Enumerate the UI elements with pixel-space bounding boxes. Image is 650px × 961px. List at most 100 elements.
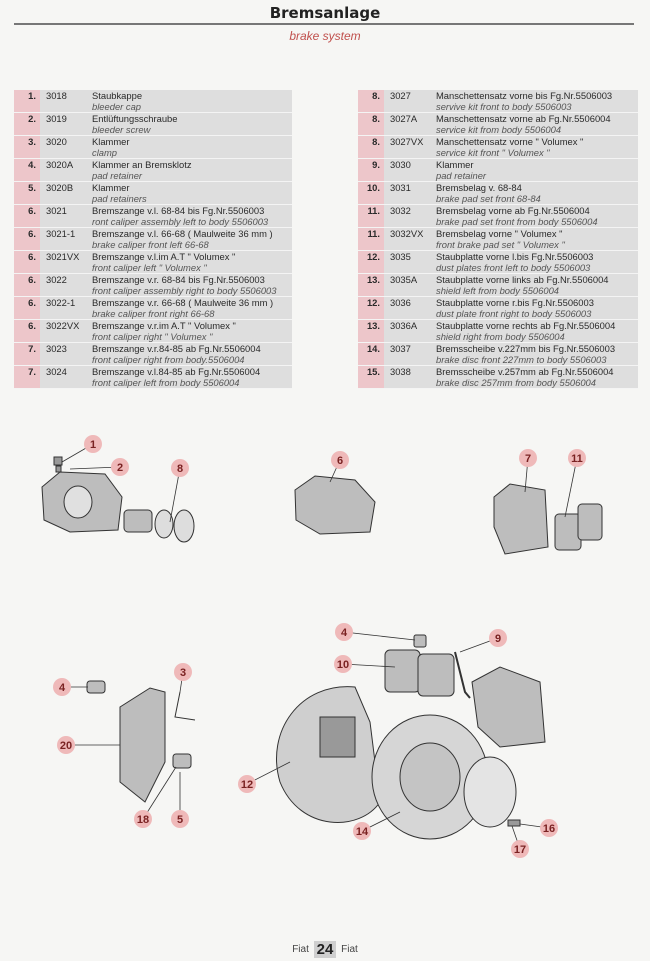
part-code: 3023 xyxy=(46,343,67,354)
part-description: Staubplatte vorne rechts ab Fg.Nr.550600… xyxy=(436,320,638,342)
retainer-9-illustration xyxy=(454,651,471,699)
part-index: 7. xyxy=(14,343,40,365)
callout-circle xyxy=(334,655,352,673)
callout-label: 10 xyxy=(337,659,349,671)
part-name-de: Bremsscheibe v.257mm ab Fg.Nr.5506004 xyxy=(436,366,614,377)
part-index: 12. xyxy=(358,251,384,273)
part-name-en: ront caliper assembly left to body 55060… xyxy=(92,216,269,227)
part-name-de: Manschettensatz vorne " Volumex " xyxy=(436,136,584,147)
part-code: 3021-1 xyxy=(46,228,76,239)
callout-label: 2 xyxy=(117,462,123,474)
clamp-3-illustration xyxy=(174,691,196,721)
part-code: 3031 xyxy=(390,182,411,193)
callout-label: 17 xyxy=(514,844,526,856)
pad-10b-illustration xyxy=(417,653,455,697)
part-code: 3022VX xyxy=(46,320,80,331)
part-index: 7. xyxy=(14,366,40,388)
part-name-de: Manschettensatz vorne bis Fg.Nr.5506003 xyxy=(436,90,613,101)
part-description: Bremsbelag vorne " Volumex "front brake … xyxy=(436,228,638,250)
part-code: 3027A xyxy=(390,113,418,124)
part-index: 12. xyxy=(358,297,384,319)
footer-brand-right: Fiat xyxy=(341,944,358,956)
bracket-illustration xyxy=(119,687,166,803)
part-name-en: service kit front " Volumex " xyxy=(436,147,550,158)
callout-circle xyxy=(111,458,129,476)
part-row: 8. 3027 Manschettensatz vorne bis Fg.Nr.55… xyxy=(358,90,638,113)
part-index: 4. xyxy=(14,159,40,181)
part-name-de: Entlüftungsschraube xyxy=(92,113,178,124)
part-index: 8. xyxy=(358,90,384,112)
part-name-de: Klammer xyxy=(92,136,130,147)
parts-table-right: 8. 3027 Manschettensatz vorne bis Fg.Nr.55… xyxy=(358,90,638,389)
part-index: 11. xyxy=(358,205,384,227)
callout-circle xyxy=(53,678,71,696)
part-name-de: Bremszange v.r. 66-68 ( Maulweite 36 mm … xyxy=(92,297,274,308)
part-name-en: brake caliper front right 66-68 xyxy=(92,308,215,319)
callout-circle xyxy=(171,810,189,828)
part-name-de: Bremszange v.r.im A.T " Volumex " xyxy=(92,320,236,331)
callout-circle xyxy=(57,736,75,754)
part-code: 3027 xyxy=(390,90,411,101)
part-name-en: shield right from body 5506004 xyxy=(436,331,565,342)
pad-10a-illustration xyxy=(384,649,421,693)
part-description: Bremszange v.r.im A.T " Volumex "front c… xyxy=(92,320,292,342)
part-name-en: service kit from body 5506004 xyxy=(436,124,562,135)
disc-center-illustration xyxy=(399,742,461,812)
part-code: 3036 xyxy=(390,297,411,308)
title-rule xyxy=(14,23,634,25)
part-name-en: front brake pad set " Volumex " xyxy=(436,239,565,250)
part-name-en: brake disc front 227mm to body 5506003 xyxy=(436,354,607,365)
part-name-de: Staubplatte vorne links ab Fg.Nr.5506004 xyxy=(436,274,609,285)
caliper-7-illustration xyxy=(493,483,549,555)
callout-label: 20 xyxy=(60,740,72,752)
callout-circle xyxy=(174,663,192,681)
part-name-de: Klammer xyxy=(436,159,474,170)
part-name-de: Staubplatte vorne rechts ab Fg.Nr.550600… xyxy=(436,320,616,331)
callout-circle xyxy=(540,819,558,837)
part-code: 3038 xyxy=(390,366,411,377)
callout-circle xyxy=(568,449,586,467)
part-code: 3037 xyxy=(390,343,411,354)
piston-seal-illustration xyxy=(123,509,195,543)
callout-circle xyxy=(331,451,349,469)
callout-label: 7 xyxy=(525,453,531,465)
part-code: 3032 xyxy=(390,205,411,216)
part-name-en: dust plates front left to body 5506003 xyxy=(436,262,591,273)
part-name-de: Bremszange v.l. 68-84 bis Fg.Nr.5506003 xyxy=(92,205,265,216)
part-name-de: Bremsbelag vorne " Volumex " xyxy=(436,228,563,239)
callout-label: 18 xyxy=(137,814,149,826)
callout-label: 16 xyxy=(543,823,555,835)
part-index: 13. xyxy=(358,274,384,296)
part-index: 6. xyxy=(14,251,40,273)
part-name-en: dust plate front right to body 5506003 xyxy=(436,308,592,319)
part-name-en: servive kit front to body 5506003 xyxy=(436,101,572,112)
part-index: 9. xyxy=(358,159,384,181)
bolt-illustration xyxy=(507,819,521,827)
part-name-en: brake pad set front from body 5506004 xyxy=(436,216,598,227)
part-code: 3020A xyxy=(46,159,74,170)
callout-circle xyxy=(238,775,256,793)
page-footer: Fiat 24 Fiat xyxy=(0,941,650,958)
part-index: 11. xyxy=(358,228,384,250)
